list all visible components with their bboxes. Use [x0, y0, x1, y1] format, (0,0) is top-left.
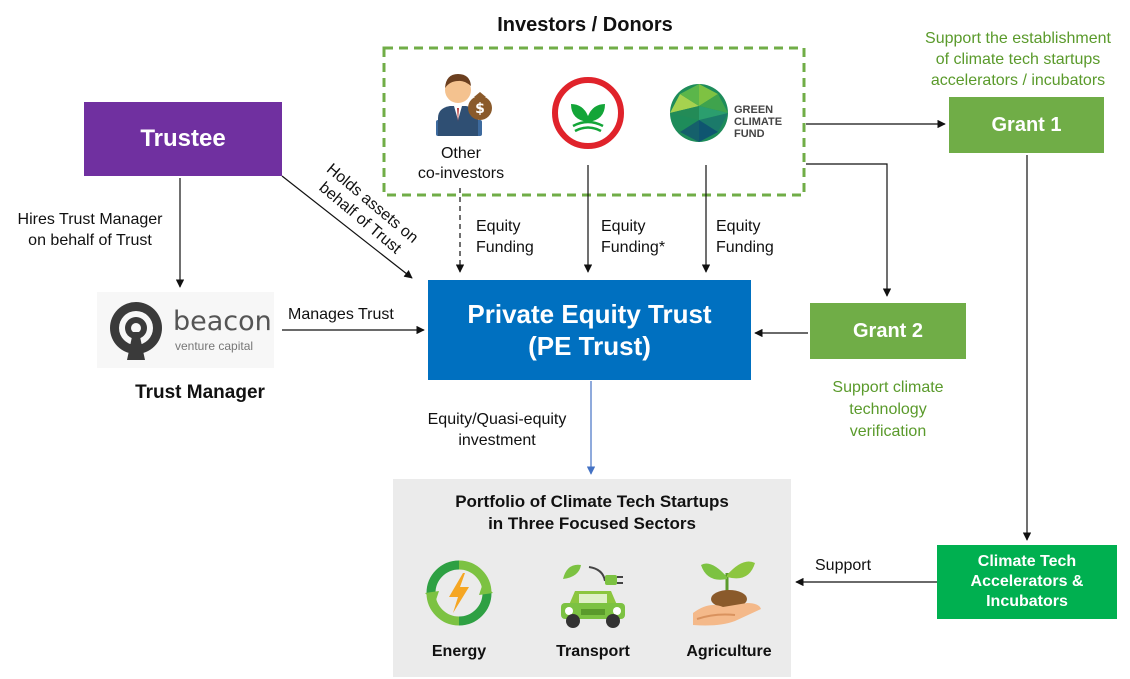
portfolio-box: Portfolio of Climate Tech Startups in Th… — [393, 479, 791, 677]
pe-trust-line1: Private Equity Trust — [467, 299, 712, 329]
trust-manager-label: Trust Manager — [135, 382, 265, 403]
grant2-label: Grant 2 — [852, 319, 924, 342]
kbank-logo-icon — [551, 76, 625, 150]
sector-agriculture: Agriculture — [686, 643, 772, 660]
portfolio-title-line1: Portfolio of Climate Tech Startups — [455, 492, 729, 511]
funding-label-2: Funding* — [601, 239, 666, 256]
investors-dashed-box — [382, 46, 806, 197]
gcf-text-line1: GREEN — [734, 104, 774, 116]
beacon-logo-icon — [110, 302, 162, 360]
gcf-text-line3: FUND — [734, 128, 765, 140]
beacon-name: beacon — [173, 306, 272, 337]
grant1-label: Grant 1 — [991, 113, 1062, 136]
equity-label-2: Equity — [601, 218, 646, 235]
sector-energy: Energy — [431, 643, 487, 660]
grant1-note-line2: of climate tech startups — [935, 51, 1101, 68]
svg-text:$: $ — [475, 101, 485, 117]
accelerators-line2: Accelerators & — [970, 573, 1084, 590]
hires-label-line2: on behalf of Trust — [28, 232, 152, 249]
arrow-trustee-to-pe — [281, 175, 413, 279]
grant2-box: Grant 2 — [810, 303, 966, 359]
grant1-note-line1: Support the establishment — [925, 30, 1111, 47]
gcf-text-line2: CLIMATE — [734, 116, 783, 128]
portfolio-title-line2: in Three Focused Sectors — [488, 514, 696, 533]
pe-trust-box: Private Equity Trust (PE Trust) — [428, 280, 751, 380]
beacon-sub: venture capital — [175, 339, 254, 353]
accelerators-line3: Incubators — [986, 593, 1068, 610]
grant1-note-line3: accelerators / incubators — [930, 72, 1106, 89]
grant2-note-line3: verification — [849, 423, 927, 440]
investor-person-icon: $ — [430, 64, 494, 138]
sector-transport: Transport — [556, 643, 630, 660]
support-label: Support — [815, 557, 872, 574]
accelerators-line1: Climate Tech — [977, 553, 1077, 570]
pe-trust-line2: (PE Trust) — [528, 331, 651, 361]
gcf-globe-icon — [668, 82, 730, 144]
equity-label-3: Equity — [716, 218, 761, 235]
gcf-text: GREEN CLIMATE FUND — [734, 104, 782, 140]
funding-label-1: Funding — [476, 239, 534, 256]
other-investors-line1: Other — [440, 145, 481, 162]
investment-label-line2: investment — [458, 432, 536, 449]
hires-label-line1: Hires Trust Manager — [17, 211, 163, 228]
arrow-gcf-to-grant2 — [806, 163, 892, 297]
manages-trust-label: Manages Trust — [288, 306, 394, 323]
grant1-box: Grant 1 — [949, 97, 1104, 153]
investment-label-line1: Equity/Quasi-equity — [427, 411, 567, 428]
funding-label-3: Funding — [716, 239, 774, 256]
investors-title: Investors / Donors — [497, 14, 673, 36]
accelerators-box: Climate Tech Accelerators & Incubators — [937, 545, 1117, 619]
grant2-note-line2: technology — [849, 401, 927, 418]
trustee-label: Trustee — [140, 125, 226, 152]
trustee-box: Trustee — [84, 102, 282, 176]
grant2-note-line1: Support climate — [832, 379, 944, 396]
other-investors-line2: co-investors — [417, 165, 505, 182]
transport-car-icon — [561, 564, 625, 628]
agriculture-plant-icon — [693, 561, 761, 626]
portfolio-title: Portfolio of Climate Tech Startups in Th… — [393, 491, 791, 535]
energy-icon — [425, 560, 493, 626]
beacon-logo: beacon venture capital — [97, 292, 274, 368]
equity-label-1: Equity — [476, 218, 521, 235]
